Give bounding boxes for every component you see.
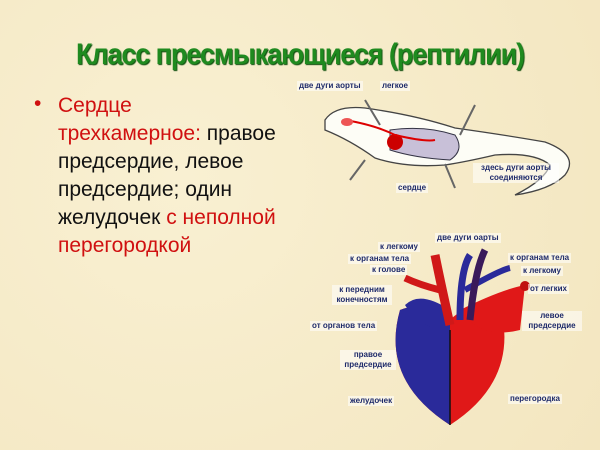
- label-to-body-right: к органам тела: [508, 253, 572, 263]
- lizard-heart: [387, 134, 403, 150]
- label-arches-join: здесь дуги аорты соединяются: [473, 163, 559, 183]
- bullet-text: Сердце трехкамерное: правое предсердие, …: [58, 92, 298, 260]
- heart-illustration: [395, 248, 530, 425]
- label-to-body-left: к органам тела: [348, 254, 412, 264]
- label-left-atrium: левое предсердие: [522, 311, 582, 331]
- label-lung: легкое: [380, 81, 410, 91]
- label-septum: перегородка: [508, 394, 562, 404]
- label-to-lung-right: к легкому: [521, 266, 563, 276]
- label-right-atrium: правое предсердие: [340, 350, 396, 370]
- label-to-lung-left: к легкому: [378, 242, 420, 252]
- label-heart: сердце: [396, 183, 429, 193]
- text-black: правое предсердие, левое предсердие; оди…: [58, 122, 276, 229]
- text-red-1: Сердце: [58, 94, 132, 117]
- text-red-tail: с неполной перегородкой: [58, 206, 276, 257]
- label-two-aortic-arches: две дуги аорты: [297, 81, 363, 91]
- label-to-head: к голове: [370, 265, 408, 275]
- slide-title: Класс пресмыкающиеся (рептилии): [75, 38, 525, 71]
- text-red-2: трехкамерное:: [58, 122, 201, 145]
- label-from-lungs: от легких: [528, 284, 569, 294]
- label-to-forelimbs: к передним конечностям: [332, 285, 392, 305]
- bullet-icon: •: [34, 92, 42, 115]
- label-ventricle: желудочек: [348, 396, 395, 406]
- label-from-body: от органов тела: [310, 321, 378, 331]
- lizard-illustration: [324, 99, 571, 196]
- label-two-arches: две дуги оарты: [435, 233, 501, 243]
